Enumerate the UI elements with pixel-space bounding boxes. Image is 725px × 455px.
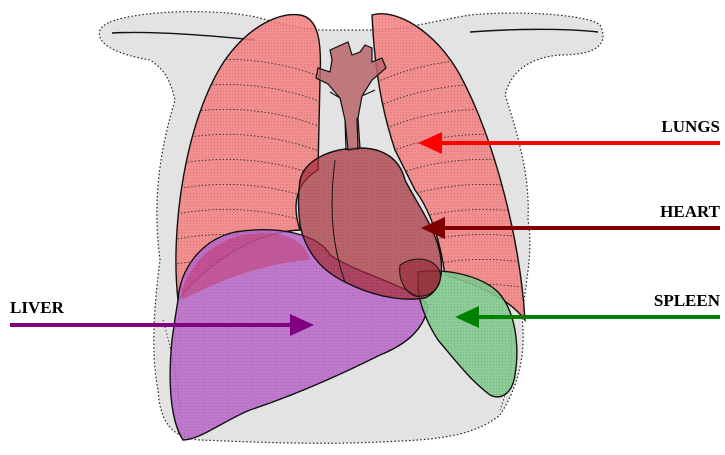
lungs-label: LUNGS: [661, 117, 720, 136]
spleen-label: SPLEEN: [654, 291, 721, 310]
heart-label: HEART: [660, 202, 721, 221]
liver-label: LIVER: [10, 298, 65, 317]
